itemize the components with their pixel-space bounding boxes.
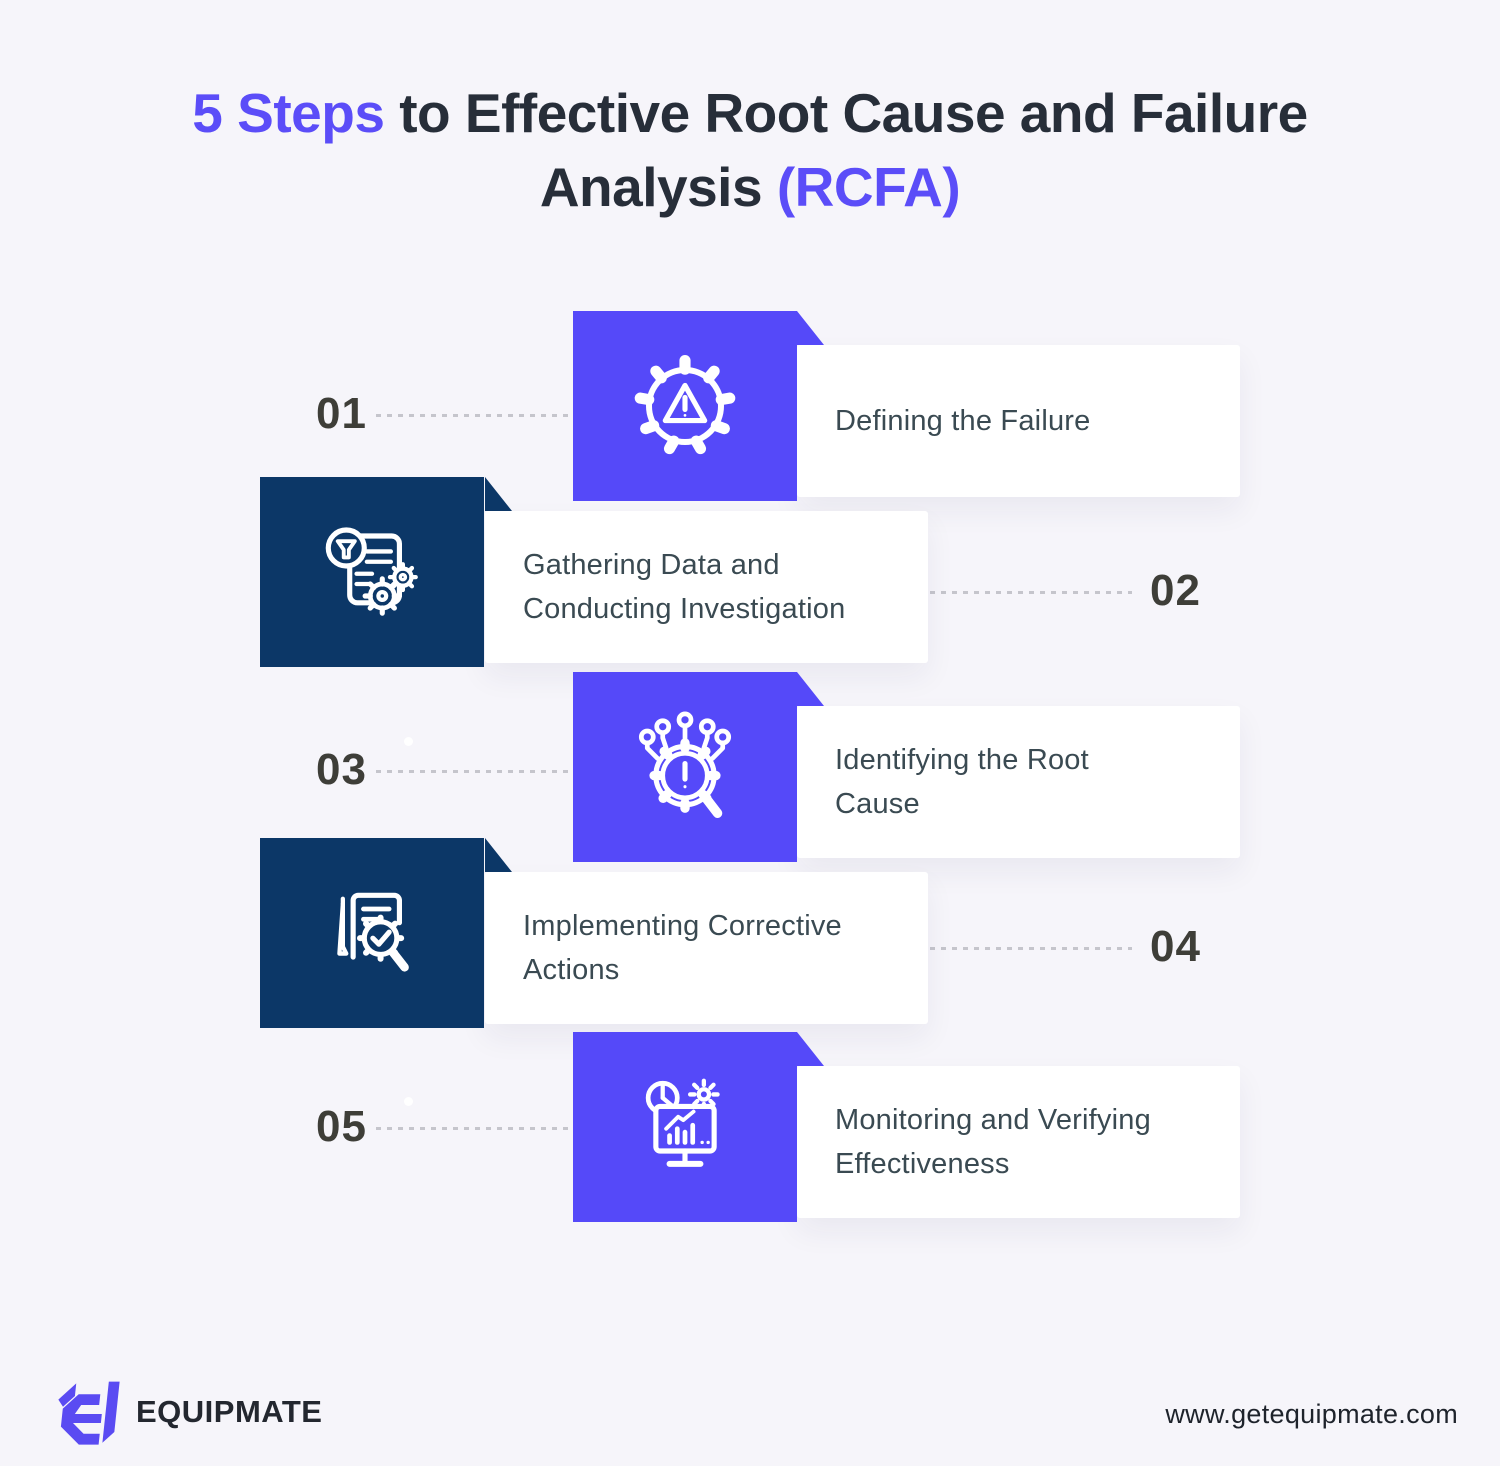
step-card-1: Defining the Failure xyxy=(797,345,1240,497)
step-card-2: Gathering Data and Conducting Investigat… xyxy=(485,511,928,663)
step-number-01: 01 xyxy=(316,389,367,438)
step-icon-box-5 xyxy=(573,1032,797,1222)
step-card-5: Monitoring and Verifying Effectiveness xyxy=(797,1066,1240,1218)
step-label-4: Implementing Corrective Actions xyxy=(523,910,842,986)
dotted-connector xyxy=(376,414,572,417)
step-card-4: Implementing Corrective Actions xyxy=(485,872,928,1024)
corrective-actions-icon xyxy=(337,892,409,972)
brand-name: EQUIPMATE xyxy=(136,1394,323,1429)
step-label-2: Gathering Data and Conducting Investigat… xyxy=(523,549,846,625)
decor-dot xyxy=(404,737,413,746)
title-accent-steps: 5 Steps xyxy=(192,82,385,144)
title-rest: to Effective Root Cause and Failure xyxy=(384,82,1308,144)
folded-corner xyxy=(485,477,512,511)
folded-corner xyxy=(797,672,824,706)
step-number-05: 05 xyxy=(316,1102,367,1151)
step-icon-box-4 xyxy=(260,838,484,1028)
step-number-04: 04 xyxy=(1150,922,1201,971)
dotted-connector xyxy=(930,591,1132,594)
folded-corner xyxy=(485,838,512,872)
title-accent-rcfa: (RCFA) xyxy=(776,156,961,218)
step-icon-box-3 xyxy=(573,672,797,862)
page-title: 5 Steps to Effective Root Cause and Fail… xyxy=(0,76,1500,224)
dotted-connector xyxy=(376,770,572,773)
data-gathering-icon xyxy=(325,527,418,616)
step-card-3: Identifying the Root Cause xyxy=(797,706,1240,858)
step-icon-box-1 xyxy=(573,311,797,501)
step-label-3: Identifying the Root Cause xyxy=(835,744,1089,820)
gear-warning-icon xyxy=(634,355,736,455)
step-label-1: Defining the Failure xyxy=(835,405,1091,437)
title-line2: Analysis xyxy=(539,156,777,218)
folded-corner xyxy=(797,311,824,345)
step-number-02: 02 xyxy=(1150,566,1201,615)
website-url: www.getequipmate.com xyxy=(1165,1399,1458,1429)
step-icon-box-2 xyxy=(260,477,484,667)
step-label-5: Monitoring and Verifying Effectiveness xyxy=(835,1104,1151,1180)
root-cause-magnifier-icon xyxy=(638,711,732,818)
step-number-03: 03 xyxy=(316,745,367,794)
folded-corner xyxy=(797,1032,824,1066)
monitoring-dashboard-icon xyxy=(645,1078,720,1167)
dotted-connector xyxy=(930,947,1132,950)
dotted-connector xyxy=(376,1127,572,1130)
equipmate-logo-mark xyxy=(50,1376,122,1452)
decor-dot xyxy=(404,1097,413,1106)
